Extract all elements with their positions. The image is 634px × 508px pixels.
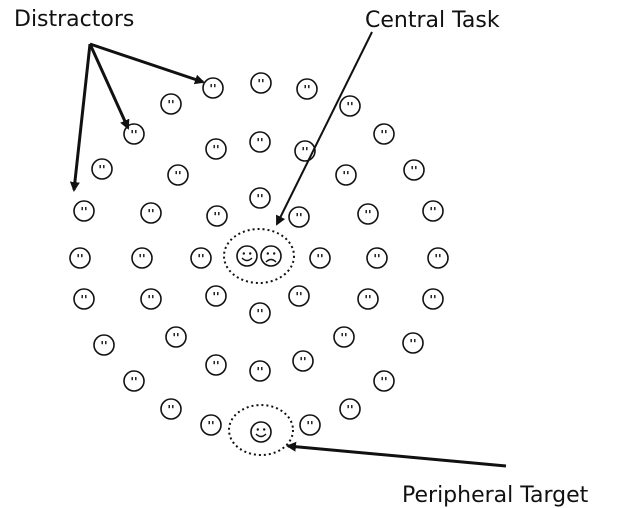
distractor-face-icon (93, 334, 115, 356)
distractor-face-icon (333, 326, 355, 348)
distractor-face-icon (140, 202, 162, 224)
distractor-face-icon (249, 187, 271, 209)
peripheral-target-cluster (228, 404, 294, 456)
distractor-arrow-right (89, 42, 205, 85)
peripheral-target-arrow (286, 441, 507, 468)
peripheral-target-label: Peripheral Target (402, 483, 589, 508)
peripheral-target-smile-icon (250, 421, 272, 443)
distractor-face-icon (288, 285, 310, 307)
distractor-face-icon (200, 414, 222, 436)
distractor-face-icon (292, 350, 314, 372)
central-task-label: Central Task (365, 8, 500, 33)
distractor-face-icon (165, 326, 187, 348)
distractor-face-icon (309, 247, 331, 269)
distractor-face-icon (357, 288, 379, 310)
distractor-face-icon (422, 200, 444, 222)
distractor-face-icon (288, 206, 310, 228)
distractor-face-icon (205, 285, 227, 307)
peripheral-target-dotted-ring (228, 404, 294, 456)
distractor-face-icon (73, 288, 95, 310)
distractor-arrow-middle (88, 43, 130, 130)
distractors-label: Distractors (14, 7, 135, 32)
distractor-face-icon (357, 203, 379, 225)
distractor-face-icon (366, 247, 388, 269)
distractor-face-icon (205, 354, 227, 376)
distractor-face-icon (69, 247, 91, 269)
distractor-face-icon (373, 370, 395, 392)
distractor-face-icon (339, 95, 361, 117)
distractor-face-icon (160, 93, 182, 115)
distractor-face-icon (140, 288, 162, 310)
distractor-face-icon (167, 164, 189, 186)
distractor-face-icon (249, 360, 271, 382)
distractor-faces (69, 72, 449, 436)
distractor-face-icon (190, 247, 212, 269)
distractor-face-icon (299, 414, 321, 436)
distractor-face-icon (403, 159, 425, 181)
distractor-face-icon (339, 398, 361, 420)
distractor-face-icon (123, 370, 145, 392)
distractor-face-icon (402, 332, 424, 354)
distractor-face-icon (160, 398, 182, 420)
distractor-face-icon (296, 78, 318, 100)
distractor-face-icon (249, 302, 271, 324)
distractor-face-icon (422, 288, 444, 310)
distractor-face-icon (294, 140, 316, 162)
distractor-face-icon (250, 72, 272, 94)
distractor-face-icon (373, 123, 395, 145)
distractor-face-icon (202, 77, 224, 99)
distractor-face-icon (249, 131, 271, 153)
central-task-cluster (223, 228, 295, 284)
distractor-face-icon (73, 200, 95, 222)
distractor-face-icon (427, 247, 449, 269)
distractor-arrow-left (69, 43, 92, 192)
distractor-face-icon (206, 205, 228, 227)
distractor-face-icon (205, 138, 227, 160)
distractor-face-icon (131, 247, 153, 269)
distractor-face-icon (91, 158, 113, 180)
central-smile-icon (236, 245, 258, 267)
annotation-arrows (69, 31, 507, 468)
central-task-arrow (276, 31, 373, 226)
central-task-dotted-ring (223, 228, 295, 284)
central-frown-icon (260, 245, 282, 267)
distractor-face-icon (335, 164, 357, 186)
